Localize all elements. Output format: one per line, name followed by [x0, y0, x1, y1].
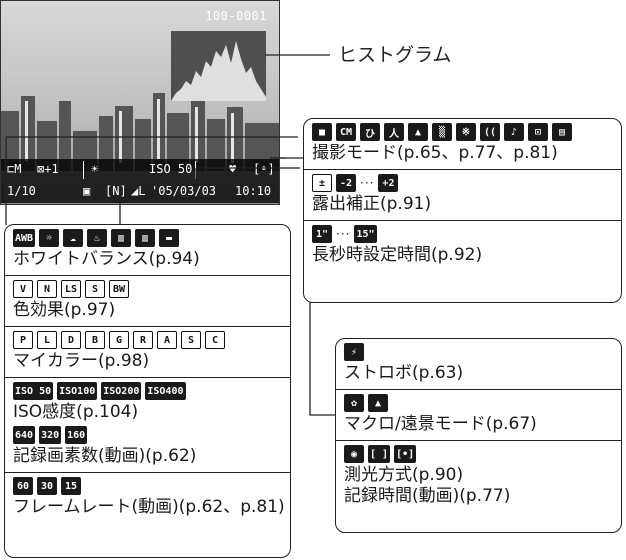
file-number: 100-0001	[205, 9, 267, 23]
res-320-icon: 320	[39, 426, 62, 444]
shooting-mode-indicator: ⊏M	[7, 162, 22, 176]
center-weighted-icon: [ ]	[368, 445, 391, 463]
stitch-assist-icon: ⊡	[528, 123, 548, 141]
my-color-c-icon: C	[205, 331, 225, 349]
color-effect-section: V N LS S BW 色効果(p.97)	[5, 275, 290, 326]
res-640-icon: 640	[13, 426, 36, 444]
histogram-label: ヒストグラム	[338, 44, 452, 66]
fps-15-icon: 15	[61, 477, 81, 495]
frame-rate-desc: フレームレート(動画)(p.62、p.81)	[13, 497, 285, 517]
exposure-comp-icon: ±	[312, 174, 332, 192]
tungsten-icon: ♨	[87, 229, 108, 247]
shooting-time: 10:10	[235, 184, 272, 198]
shooting-mode-desc: 撮影モード(p.65、p.77、p.81)	[312, 143, 558, 163]
metering-section: ◉ [ ] [•] 測光方式(p.90) 記録時間(動画)(p.77)	[336, 440, 621, 512]
iso50-icon: ISO 50	[13, 382, 54, 400]
exposure-minus2-icon: -2	[336, 174, 356, 192]
fps-30-icon: 30	[37, 477, 57, 495]
beach-icon: ((	[480, 123, 500, 141]
res-160-icon: 160	[65, 426, 88, 444]
iso-desc: ISO感度(p.104)	[13, 402, 139, 422]
my-color-s-icon: S	[181, 331, 201, 349]
macro-icon: ✿	[344, 394, 364, 412]
my-colors-desc: マイカラー(p.98)	[13, 351, 150, 371]
landscape-icon: ▲	[408, 123, 428, 141]
sepia-icon: S	[85, 280, 105, 298]
left-info-panel: AWB ☼ ☁ ♨ ▥ ▥ ▬ ホワイトバランス(p.94) V N LS S …	[4, 224, 291, 558]
long-shutter-desc: 長秒時設定時間(p.92)	[312, 245, 483, 265]
metering-desc: 測光方式(p.90)	[344, 465, 464, 485]
right-bottom-info-panel: ⚡ ストロボ(p.63) ✿ ▲ マクロ/遠景モード(p.67) ◉ [ ] […	[335, 338, 622, 533]
long-shutter-section: 1" ··· 15" 長秒時設定時間(p.92)	[304, 220, 621, 271]
image-counter: 1/10	[7, 184, 36, 198]
flash-desc: ストロボ(p.63)	[344, 363, 464, 383]
bw-icon: BW	[109, 280, 129, 298]
fps-60-icon: 60	[13, 477, 33, 495]
infinity-icon: ▲	[368, 394, 388, 412]
camera-lcd-screen: 100-0001 ⊏M ⊠+1 ☀ ISO 50 ♥ [•] 1/10 ▣ [N…	[0, 0, 280, 205]
my-color-r-icon: R	[133, 331, 153, 349]
low-sharpening-icon: LS	[61, 280, 81, 298]
right-top-info-panel: ■ CM ひ 人 ▲ ▒ ※ (( ♪ ⊡ ▤ 撮影モード(p.65、p.77、…	[303, 118, 622, 303]
my-color-l-icon: L	[37, 331, 57, 349]
portrait-icon: 人	[384, 123, 404, 141]
iso400-icon: ISO400	[145, 382, 186, 400]
flash-section: ⚡ ストロボ(p.63)	[336, 339, 621, 389]
spot-metering-icon: [•]	[394, 445, 417, 463]
awb-icon: AWB	[13, 229, 36, 247]
macro-indicator: ♥	[229, 162, 237, 176]
movie-time-desc: 記録時間(動画)(p.77)	[344, 486, 511, 506]
white-balance-desc: ホワイトバランス(p.94)	[13, 249, 200, 269]
fireworks-icon: ♪	[504, 123, 524, 141]
neutral-icon: N	[37, 280, 57, 298]
resolution-indicator: ◢L	[131, 184, 146, 198]
lcd-info-row-1: ⊏M ⊠+1 ☀ ISO 50 ♥ [•]	[1, 159, 279, 181]
color-effect-desc: 色効果(p.97)	[13, 300, 116, 320]
my-colors-section: P L D B G R A S C マイカラー(p.98)	[5, 326, 290, 377]
movie-resolution-desc: 記録画素数(動画)(p.62)	[13, 446, 197, 466]
exposure-plus2-icon: +2	[378, 174, 399, 192]
iso-section: ISO 50 ISO100 ISO200 ISO400 ISO感度(p.104)…	[5, 377, 290, 472]
foliage-icon: ▒	[432, 123, 452, 141]
shutter-15s-icon: 15"	[354, 225, 377, 243]
my-color-a-icon: A	[157, 331, 177, 349]
cloudy-icon: ☁	[63, 229, 84, 247]
white-balance-section: AWB ☼ ☁ ♨ ▥ ▥ ▬ ホワイトバランス(p.94)	[5, 225, 290, 275]
iso-indicator: ISO 50	[149, 162, 193, 176]
movie-icon: ▤	[552, 123, 572, 141]
metering-indicator: [•]	[253, 162, 275, 176]
my-color-g-icon: G	[109, 331, 129, 349]
macro-infinity-desc: マクロ/遠景モード(p.67)	[344, 414, 537, 434]
fluorescent-icon: ▥	[111, 229, 132, 247]
snow-icon: ※	[456, 123, 476, 141]
custom-wb-icon: ▬	[159, 229, 180, 247]
flash-icon: ⚡	[344, 343, 364, 361]
evaluative-metering-icon: ◉	[344, 445, 364, 463]
exposure-comp-section: ± -2 ··· +2 露出補正(p.91)	[304, 169, 621, 220]
frame-rate-section: 60 30 15 フレームレート(動画)(p.62、p.81)	[5, 472, 290, 523]
auto-mode-icon: ■	[312, 123, 332, 141]
vivid-icon: V	[13, 280, 33, 298]
shooting-mode-section: ■ CM ひ 人 ▲ ▒ ※ (( ♪ ⊡ ▤ 撮影モード(p.65、p.77、…	[304, 119, 621, 169]
iso100-icon: ISO100	[57, 382, 98, 400]
exposure-comp-desc: 露出補正(p.91)	[312, 194, 432, 214]
macro-infinity-section: ✿ ▲ マクロ/遠景モード(p.67)	[336, 389, 621, 440]
fluorescent-h-icon: ▥	[135, 229, 156, 247]
my-color-p-icon: P	[13, 331, 33, 349]
manual-mode-icon: CM	[336, 123, 356, 141]
white-balance-indicator: ☀	[91, 162, 99, 176]
my-color-d-icon: D	[61, 331, 81, 349]
digital-macro-icon: ひ	[360, 123, 380, 141]
lcd-info-row-2: 1/10 ▣ [N] ◢L '05/03/03 10:10	[1, 181, 279, 203]
daylight-icon: ☼	[39, 229, 60, 247]
shutter-1s-icon: 1"	[312, 225, 332, 243]
shooting-date: '05/03/03	[151, 184, 217, 198]
my-color-b-icon: B	[85, 331, 105, 349]
my-colors-indicator: ▣	[83, 184, 91, 198]
exposure-compensation-indicator: ⊠+1	[37, 162, 59, 176]
compression-indicator: [N]	[105, 184, 127, 198]
iso200-icon: ISO200	[101, 382, 142, 400]
